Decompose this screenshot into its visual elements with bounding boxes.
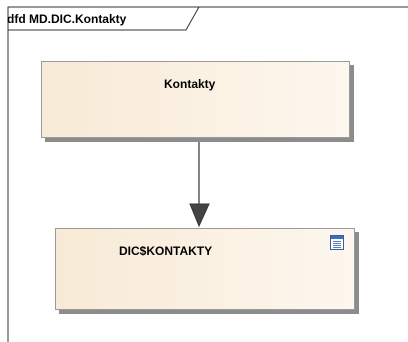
- table-icon: [330, 235, 344, 250]
- node-kontakty[interactable]: Kontakty: [41, 61, 350, 138]
- flow-arrowhead: [189, 203, 210, 228]
- frame-title: dfd MD.DIC.Kontakty: [7, 12, 127, 26]
- node-dic-kontakty[interactable]: DIC$KONTAKTY: [55, 228, 355, 310]
- frame-title-tab: [8, 6, 200, 31]
- node-kontakty-label: Kontakty: [164, 77, 216, 91]
- node-dic-kontakty-label: DIC$KONTAKTY: [119, 244, 213, 258]
- frame-border: [7, 6, 408, 342]
